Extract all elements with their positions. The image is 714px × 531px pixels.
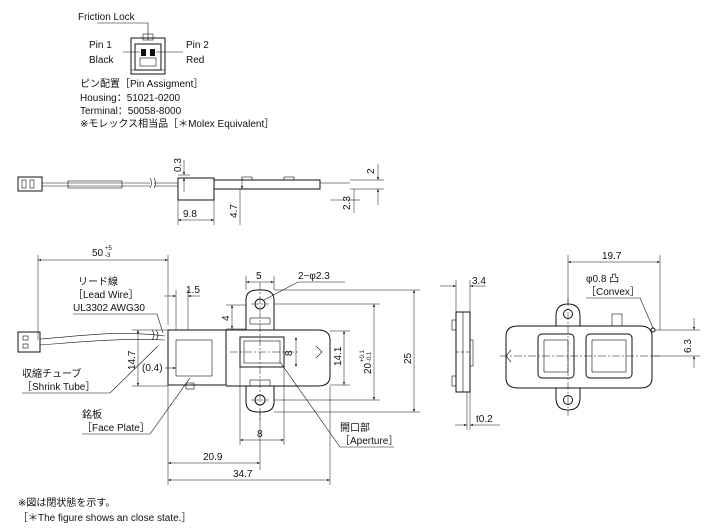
connector-detail: Friction Lock Pin 1 Black Pin 2 Red ピン配置… (78, 12, 274, 130)
dim-20-tol-minus: -0.1 (367, 351, 373, 362)
dim-34-7: 34.7 (233, 469, 253, 480)
terminal-part: Terminal：50058-8000 (80, 106, 182, 117)
dim-20-tol-plus: +0.1 (360, 349, 366, 362)
shrink-tube-jp: 収縮チューブ (22, 367, 81, 380)
dim-4: 4 (221, 315, 232, 321)
dim-5: 5 (256, 271, 262, 282)
convex-leader (586, 297, 654, 329)
dim-20-9: 20.9 (203, 452, 223, 463)
side-plate (213, 179, 321, 190)
shrink-tube-leader (22, 345, 159, 394)
dim-8-v: 8 (284, 350, 295, 356)
dim-50-tol-plus: +5 (105, 246, 113, 252)
dim-0-3: 0.3 (173, 158, 184, 172)
dim-3-4: 3.4 (472, 276, 486, 287)
pin1-name: Pin 1 (89, 40, 112, 51)
face-plate-jp: 銘板 (82, 408, 102, 421)
dim-19-7: 19.7 (602, 251, 622, 262)
pin1-color: Black (89, 55, 114, 66)
notes: ※図は閉状態を示す。 ［＊The figure shows an close s… (18, 496, 191, 524)
face-plate-leader (82, 377, 191, 435)
lead-wire-spec: UL3302 AWG30 (73, 303, 145, 314)
rear-view: 19.7 φ0.8 凸 ［Convex］ 6.3 (500, 251, 700, 416)
dim-hole: 2−φ2.3 (298, 271, 330, 282)
convex-point-icon (650, 327, 656, 333)
friction-lock-label: Friction Lock (78, 12, 136, 23)
dim-4-7: 4.7 (229, 204, 240, 218)
dim-50: 50 (92, 248, 104, 259)
convex-spec: φ0.8 凸 (586, 273, 619, 285)
note-line1: ※図は閉状態を示す。 (18, 496, 115, 509)
side-shrink-tube (67, 180, 123, 189)
aperture-jp: 開口部 (340, 421, 370, 434)
rear-body-outline (505, 325, 653, 389)
dim-0-4: (0.4) (142, 363, 163, 374)
pin-assign-label: ピン配置［Pin Assigment］ (80, 78, 203, 90)
convex-en: ［Convex］ (586, 286, 640, 298)
side-view: 0.3 2 2.3 9.8 4.7 (17, 158, 384, 225)
aperture-leader (279, 361, 394, 448)
note-line2: ［＊The figure shows an close state.］ (18, 512, 191, 524)
connector-housing-icon (130, 33, 166, 75)
front-body-block (167, 329, 227, 386)
dim-9-8: 9.8 (183, 209, 197, 220)
shrink-tube-en: ［Shrink Tube］ (22, 381, 95, 393)
dim-25: 25 (403, 352, 414, 364)
dim-6-3: 6.3 (683, 339, 694, 353)
molex-equivalent: ※モレックス相当品［＊Molex Equivalent］ (80, 117, 274, 130)
lead-wire-jp: リード線 (78, 275, 118, 288)
dim-14-7: 14.7 (127, 350, 138, 370)
dim-2-3: 2.3 (342, 196, 353, 210)
housing-part: Housing：51021-0200 (80, 93, 181, 104)
dim-2: 2 (366, 168, 377, 174)
side-body (177, 177, 215, 201)
pin2-color: Red (186, 55, 204, 66)
hole-leader (263, 281, 345, 301)
lead-wire-leader (73, 313, 164, 334)
lead-wire-en: ［Lead Wire］ (73, 289, 139, 301)
dim-t0-2: t0.2 (476, 414, 493, 425)
side-connector-icon (17, 176, 43, 192)
front-plate-outline (226, 329, 331, 387)
pin2-name: Pin 2 (186, 40, 209, 51)
face-plate-en: ［Face Plate］ (82, 422, 150, 434)
aperture-en: ［Aperture］ (340, 435, 398, 447)
rear-hole-bottom-icon (563, 395, 573, 405)
dim-50-tol-minus: -3 (105, 253, 111, 259)
dim-14-1: 14.1 (333, 346, 344, 366)
friction-lock-leader (97, 22, 149, 40)
end-view: 3.4 t0.2 (440, 276, 500, 430)
front-view: 50 +5 -3 リード線 ［Lead Wire］ UL3302 AWG30 (17, 246, 420, 485)
front-connector-icon (17, 331, 41, 353)
face-plate (175, 339, 213, 377)
dim-20: 20 (363, 362, 374, 374)
dim-1-5: 1.5 (186, 285, 200, 296)
